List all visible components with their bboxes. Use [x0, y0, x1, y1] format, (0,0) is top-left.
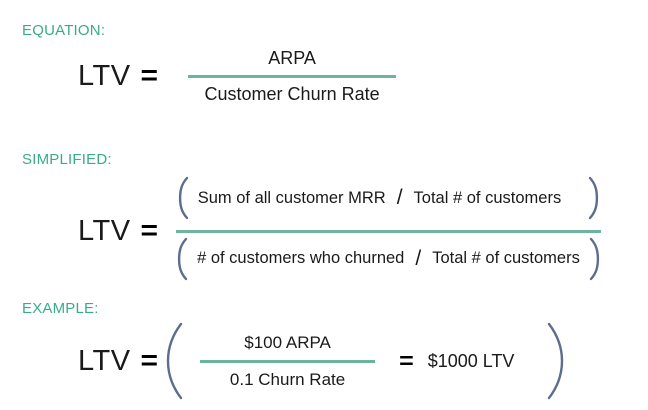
left-parenthesis-icon [177, 176, 190, 220]
simplified-block: SIMPLIFIED: LTV = Sum of all customer MR… [22, 151, 601, 289]
simplified-numerator-group: Sum of all customer MRR / Total # of cus… [177, 176, 600, 220]
right-parenthesis-icon [587, 176, 600, 220]
equation-block: EQUATION: LTV = ARPA Customer Churn Rate [22, 22, 397, 109]
simplified-denominator-slash: / [415, 246, 422, 270]
equation-fraction-bar [188, 74, 397, 78]
simplified-numerator-right: Total # of customers [413, 188, 562, 207]
simplified-denominator-right: Total # of customers [432, 249, 580, 268]
example-result-value: $1000 LTV [427, 350, 515, 371]
example-section-label: EXAMPLE: [22, 300, 99, 317]
example-grouped-expression: $100 ARPA 0.1 Churn Rate = $1000 LTV [164, 321, 566, 401]
simplified-numerator-slash: / [396, 185, 403, 209]
simplified-denominator: # of customers who churned / Total # of … [176, 234, 601, 290]
left-parenthesis-icon [164, 321, 186, 401]
right-parenthesis-icon [544, 321, 566, 401]
simplified-fraction: Sum of all customer MRR / Total # of cus… [176, 173, 601, 289]
equation-fraction: ARPA Customer Churn Rate [188, 43, 397, 109]
example-formula-row: LTV = $100 ARPA 0.1 Churn Rate = $1000 L… [78, 321, 566, 401]
equation-lhs-ltv: LTV [78, 59, 131, 92]
simplified-denominator-group: # of customers who churned / Total # of … [176, 237, 601, 281]
simplified-equals-sign: = [140, 215, 159, 246]
example-fraction-bar [200, 359, 376, 363]
example-block: EXAMPLE: LTV = $100 ARPA 0.1 Churn Rate … [22, 300, 566, 401]
equation-numerator: ARPA [268, 48, 316, 68]
equation-denominator: Customer Churn Rate [204, 83, 380, 104]
example-inner-expression: $100 ARPA 0.1 Churn Rate = $1000 LTV [186, 328, 544, 394]
simplified-denominator-left: # of customers who churned [197, 249, 405, 268]
equation-equals-sign: = [140, 60, 159, 91]
example-numerator: $100 ARPA [244, 333, 331, 353]
simplified-numerator: Sum of all customer MRR / Total # of cus… [176, 173, 601, 229]
example-lhs-ltv: LTV [78, 344, 131, 377]
left-parenthesis-icon [176, 237, 189, 281]
simplified-numerator-left: Sum of all customer MRR [197, 188, 386, 207]
example-equals-sign: = [140, 345, 159, 376]
example-second-equals-sign: = [399, 347, 414, 374]
simplified-lhs-ltv: LTV [78, 214, 131, 247]
right-parenthesis-icon [588, 237, 601, 281]
simplified-section-label: SIMPLIFIED: [22, 151, 112, 168]
simplified-formula-row: LTV = Sum of all customer MRR / Total # … [78, 173, 601, 289]
equation-section-label: EQUATION: [22, 22, 106, 39]
simplified-fraction-bar [176, 229, 601, 233]
example-fraction: $100 ARPA 0.1 Churn Rate [200, 328, 376, 394]
example-denominator: 0.1 Churn Rate [229, 369, 346, 389]
equation-formula-row: LTV = ARPA Customer Churn Rate [78, 43, 397, 109]
